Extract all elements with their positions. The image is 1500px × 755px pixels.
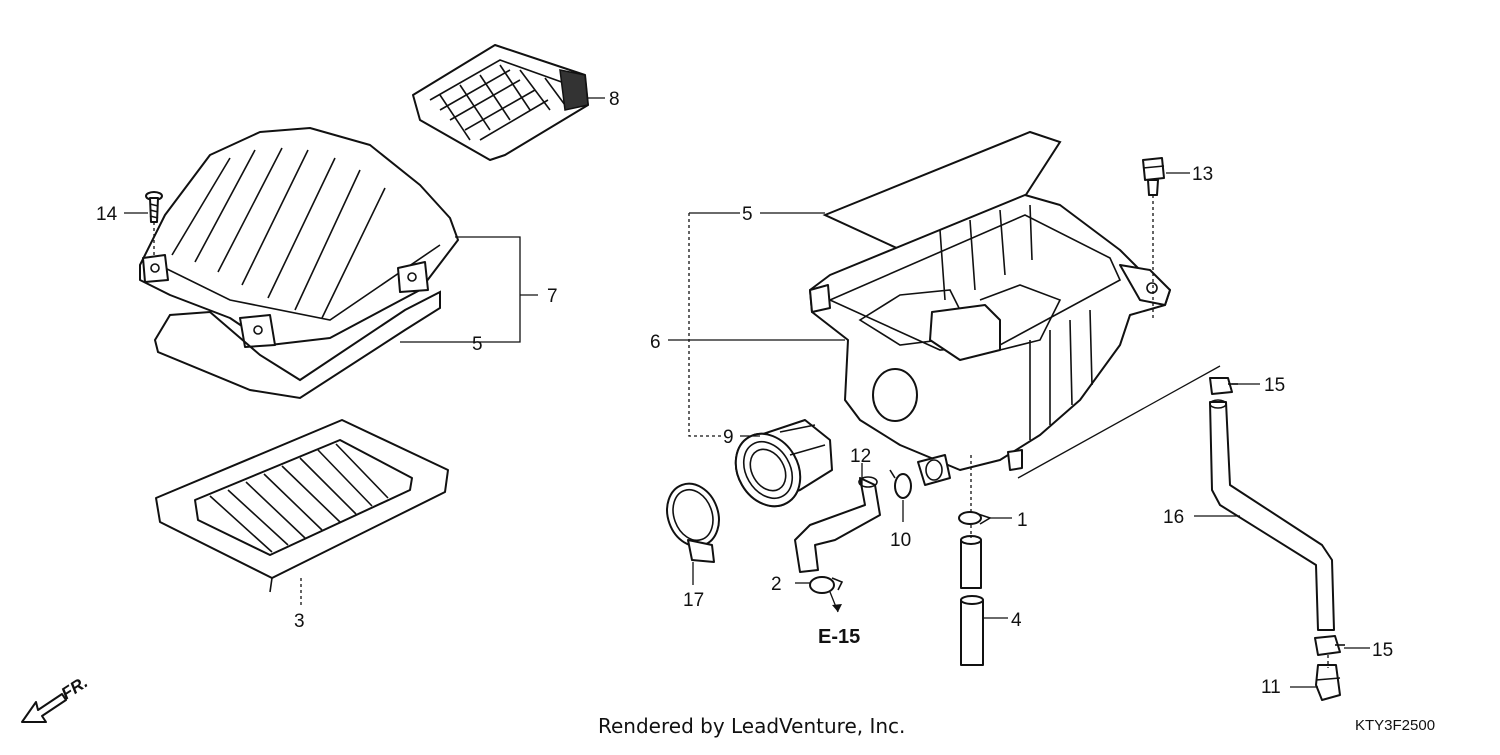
callout-12: 12 [850,446,871,467]
callout-16: 16 [1163,507,1184,528]
intake-joint-part-9[interactable] [723,419,833,518]
cover-gasket-part-5[interactable] [153,290,441,400]
callout-10: 10 [890,530,911,551]
callout-11: 11 [1261,677,1281,698]
air-cleaner-case-part-6[interactable] [809,194,1171,486]
callout-7: 7 [547,286,558,307]
callout-2: 2 [771,574,782,595]
drain-tube-part-4[interactable] [960,535,984,666]
callout-17: 17 [683,590,704,611]
callout-9: 9 [723,427,734,448]
callout-1: 1 [1017,510,1028,531]
clip-part-1[interactable] [958,511,992,525]
intake-duct-part-8[interactable] [412,44,589,161]
clip-part-15-lower[interactable] [1314,635,1345,656]
render-credit: Rendered by LeadVenture, Inc. [598,714,905,738]
callout-5-right: 5 [742,204,753,225]
callout-5-left: 5 [472,334,483,355]
tube-clip-part-2[interactable] [809,576,844,594]
callout-13: 13 [1192,164,1213,185]
arrow-down-left-icon [21,693,67,723]
air-cleaner-cover-part-7[interactable] [139,127,459,348]
clip-part-15-upper[interactable] [1209,377,1238,395]
callout-15-lower: 15 [1372,640,1393,661]
callout-6: 6 [650,332,661,353]
drain-tube-part-12[interactable] [794,476,881,573]
reference-e15-link[interactable]: E-15 [818,626,860,648]
breather-hose-part-16[interactable] [1209,399,1335,631]
screw-part-14[interactable] [145,191,163,223]
hose-band-part-17[interactable] [659,476,728,563]
callout-labels: 1 2 3 4 5 5 6 7 8 9 10 11 12 13 14 15 15… [96,89,1393,698]
plug-part-11[interactable] [1315,664,1341,701]
callout-14: 14 [96,204,118,225]
callout-15-upper: 15 [1264,375,1285,396]
callout-4: 4 [1011,610,1022,631]
leader-lines [124,97,1370,688]
front-direction-indicator: FR. [21,673,91,723]
callout-8: 8 [609,89,620,110]
callout-3: 3 [294,611,305,632]
drawing-code: KTY3F2500 [1355,717,1435,734]
bolt-part-13[interactable] [1142,157,1165,196]
air-filter-element-part-3[interactable] [155,419,449,593]
clip-part-10[interactable] [889,469,912,499]
